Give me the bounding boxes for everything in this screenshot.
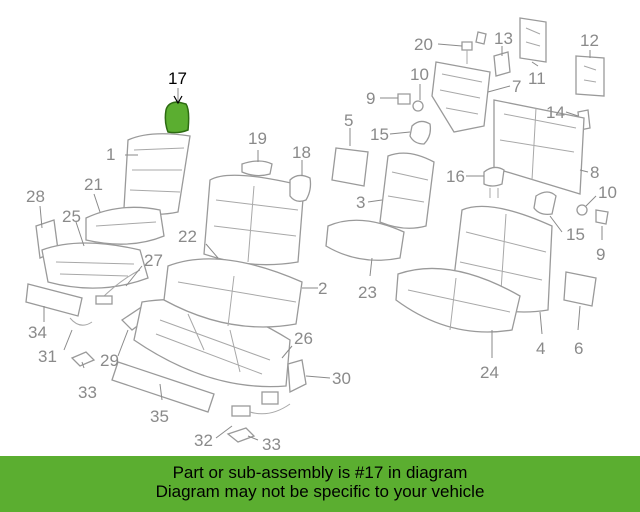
callout-9-lower[interactable]: 9	[596, 245, 605, 264]
callout-16[interactable]: 16	[446, 167, 465, 186]
bolt-9-lower[interactable]	[595, 209, 609, 225]
latch-13[interactable]	[493, 51, 511, 77]
cable-27[interactable]	[95, 269, 141, 305]
callout-12[interactable]: 12	[580, 31, 599, 50]
callout-29[interactable]: 29	[100, 351, 119, 370]
washer-10-upper[interactable]	[412, 100, 424, 112]
callout-17[interactable]: 17	[168, 69, 187, 88]
callout-26[interactable]: 26	[294, 329, 313, 348]
callout-labels: 17 1 21 28 25 27 34 31 33 29 35 32 33 19…	[26, 29, 617, 452]
callout-24[interactable]: 24	[480, 363, 499, 382]
callout-6[interactable]: 6	[574, 339, 583, 358]
panel-5[interactable]	[331, 147, 369, 187]
callout-7[interactable]: 7	[512, 77, 521, 96]
callout-15-lower[interactable]: 15	[566, 225, 585, 244]
callout-25[interactable]: 25	[62, 207, 81, 226]
headrest-16[interactable]	[483, 166, 505, 198]
seat-cushion-24[interactable]	[395, 267, 521, 333]
cover-11[interactable]	[519, 17, 547, 63]
wire-31[interactable]	[69, 317, 93, 326]
callout-13[interactable]: 13	[494, 29, 513, 48]
module-32[interactable]	[231, 391, 291, 417]
seat-cushion-23[interactable]	[325, 219, 405, 261]
callout-31[interactable]: 31	[38, 347, 57, 366]
clip-33-bottom[interactable]	[226, 427, 256, 443]
seat-back-3[interactable]	[379, 152, 435, 229]
callout-15-upper[interactable]: 15	[370, 125, 389, 144]
callout-19[interactable]: 19	[248, 129, 267, 148]
callout-34[interactable]: 34	[28, 323, 47, 342]
headrest-18[interactable]	[289, 174, 312, 202]
headrest-15-lower[interactable]	[533, 191, 557, 216]
callout-33-left[interactable]: 33	[78, 383, 97, 402]
callout-20[interactable]: 20	[414, 35, 433, 54]
seat-cushion-21[interactable]	[85, 206, 165, 245]
callout-11[interactable]: 11	[528, 69, 546, 88]
panel-6[interactable]	[563, 271, 597, 307]
exploded-seat-diagram: 17 1 21 28 25 27 34 31 33 29 35 32 33 19…	[25, 17, 617, 452]
callout-23[interactable]: 23	[358, 283, 377, 302]
callout-2[interactable]: 2	[318, 279, 327, 298]
callout-10-upper[interactable]: 10	[410, 65, 429, 84]
callout-35[interactable]: 35	[150, 407, 169, 426]
callout-21[interactable]: 21	[84, 175, 103, 194]
callout-27[interactable]: 27	[144, 251, 163, 270]
callout-5[interactable]: 5	[344, 111, 353, 130]
cover-12[interactable]	[575, 55, 605, 97]
seat-back-22[interactable]	[203, 174, 305, 266]
trim-panel-35[interactable]	[111, 361, 215, 413]
callout-28[interactable]: 28	[26, 187, 45, 206]
trim-panel-34[interactable]	[25, 283, 83, 317]
bolt-20[interactable]	[461, 31, 487, 64]
callout-9-upper[interactable]: 9	[366, 89, 375, 108]
headrest-15-upper[interactable]	[409, 120, 432, 145]
callout-4[interactable]: 4	[536, 339, 545, 358]
banner-part-info: Part or sub-assembly is #17 in diagram	[172, 463, 468, 482]
callout-22[interactable]: 22	[178, 227, 197, 246]
banner-disclaimer: Diagram may not be specific to your vehi…	[155, 482, 485, 501]
callout-14[interactable]: 14	[546, 103, 565, 122]
washer-10-lower[interactable]	[576, 204, 588, 216]
headrest-17[interactable]	[164, 101, 190, 134]
callout-10-lower[interactable]: 10	[598, 183, 617, 202]
leader-lines	[39, 43, 603, 441]
cushion-frame-25[interactable]	[41, 242, 149, 289]
seat-back-frame-7[interactable]	[431, 61, 491, 133]
bolt-9-upper[interactable]	[397, 93, 411, 105]
seat-back-1[interactable]	[123, 133, 191, 215]
clip-33-left[interactable]	[70, 351, 96, 367]
info-banner: Part or sub-assembly is #17 in diagram D…	[0, 456, 640, 512]
armrest-19[interactable]	[241, 160, 273, 177]
callout-8[interactable]: 8	[590, 163, 599, 182]
callout-1[interactable]: 1	[106, 145, 115, 164]
callout-3[interactable]: 3	[356, 193, 365, 212]
callout-30[interactable]: 30	[332, 369, 351, 388]
hinge-30[interactable]	[287, 359, 307, 394]
callout-33-bottom[interactable]: 33	[262, 435, 281, 452]
callout-18[interactable]: 18	[292, 143, 311, 162]
seat-back-frame-8[interactable]	[493, 99, 585, 195]
callout-32[interactable]: 32	[194, 431, 213, 450]
seat-cushion-2[interactable]	[163, 258, 303, 328]
arrow-17	[173, 95, 183, 105]
